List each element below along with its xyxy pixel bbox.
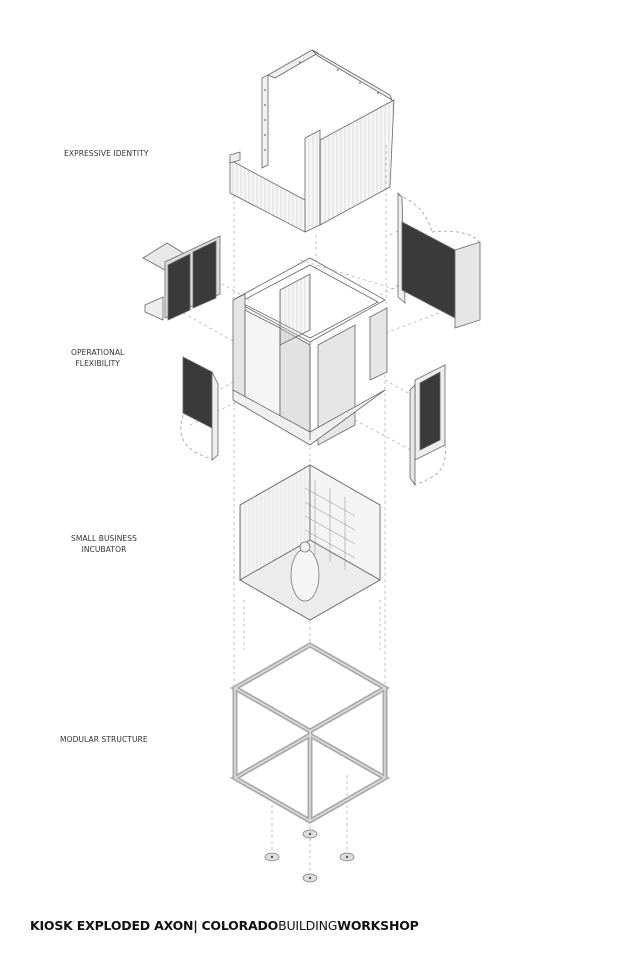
window-module-left — [142, 235, 221, 321]
label-line-2: FLEXIBILITY — [75, 359, 120, 368]
brand-workshop: WORKSHOP — [337, 918, 419, 933]
brand-building: BUILDING — [278, 918, 338, 933]
title-separator: | — [193, 918, 198, 933]
operational-flexibility-shell — [232, 257, 388, 446]
label-expressive-identity: EXPRESSIVE IDENTITY — [64, 148, 149, 159]
drawing-title: KIOSK EXPLODED AXON| COLORADOBUILDINGWOR… — [30, 918, 419, 933]
label-text: MODULAR STRUCTURE — [60, 735, 148, 744]
label-line-1: SMALL BUSINESS — [71, 534, 137, 543]
door-panel-right — [409, 364, 446, 487]
bolt-holes — [264, 61, 379, 151]
expressive-identity-frame — [229, 49, 395, 233]
title-main: KIOSK EXPLODED AXON — [30, 918, 194, 933]
label-text: EXPRESSIVE IDENTITY — [64, 149, 149, 158]
brand-colorado: COLORADO — [201, 918, 279, 933]
door-panel-top-right — [397, 192, 481, 329]
label-line-1: OPERATIONAL — [71, 348, 125, 357]
modular-structure — [229, 642, 391, 824]
label-operational-flexibility: OPERATIONAL FLEXIBILITY — [71, 347, 124, 369]
door-panel-left — [180, 356, 219, 461]
label-line-2: INCUBATOR — [81, 545, 127, 554]
label-small-business-incubator: SMALL BUSINESS INCUBATOR — [71, 533, 137, 555]
label-modular-structure: MODULAR STRUCTURE — [60, 734, 148, 745]
leveling-feet — [264, 829, 355, 883]
small-business-incubator — [239, 464, 381, 621]
